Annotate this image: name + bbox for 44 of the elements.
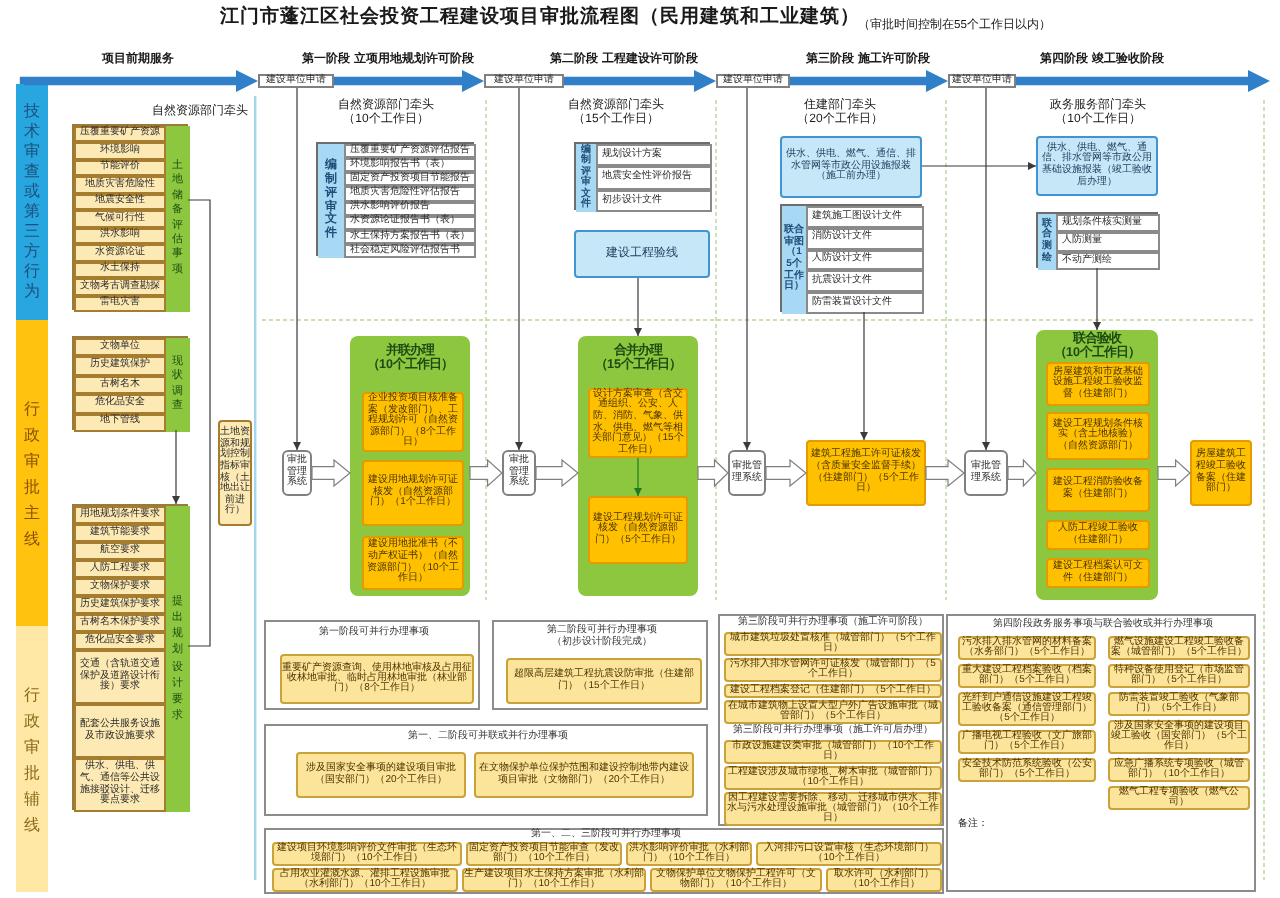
arrow [634,457,642,497]
side-band: 行政审批主线 [16,320,48,626]
block-arrow [469,458,503,488]
arrow [293,87,301,451]
connector-line [187,199,211,647]
side-band: 行政审批辅线 [16,626,48,892]
title: 江门市蓬江区社会投资工程建设项目审批流程图（民用建筑和工业建筑） [220,8,860,30]
block-arrow [1007,458,1037,488]
list-panel [780,204,922,312]
arrow [19,70,258,92]
list-panel [946,614,1256,892]
block-arrow [765,458,807,488]
arrow [515,87,523,451]
list-panel [72,504,188,810]
block-arrow [697,458,729,488]
arrow [1093,267,1101,331]
list-panel [1036,212,1158,268]
group-box [1036,330,1158,600]
side-band: 技术审查或第三方行为 [16,84,48,320]
arrow [790,70,948,92]
arrow [982,87,990,451]
list-panel [72,336,188,430]
arrow [564,70,716,92]
block-arrow [535,458,579,488]
arrow [172,429,180,505]
arrow [743,87,751,451]
arrow [334,70,484,92]
arrow [860,311,868,441]
list-panel [72,124,188,310]
list-panel [264,828,944,894]
group-box [578,336,698,596]
list-panel [492,620,708,710]
list-panel [264,620,480,710]
block-arrow [1157,458,1191,488]
arrow [921,162,1037,170]
arrow [634,277,642,337]
list-panel [718,614,944,826]
block-arrow [925,458,965,488]
list-panel [264,724,708,816]
list-panel [574,142,710,210]
arrow [1016,70,1270,92]
block-arrow [311,458,351,488]
group-box [350,336,470,596]
list-panel [316,142,474,256]
